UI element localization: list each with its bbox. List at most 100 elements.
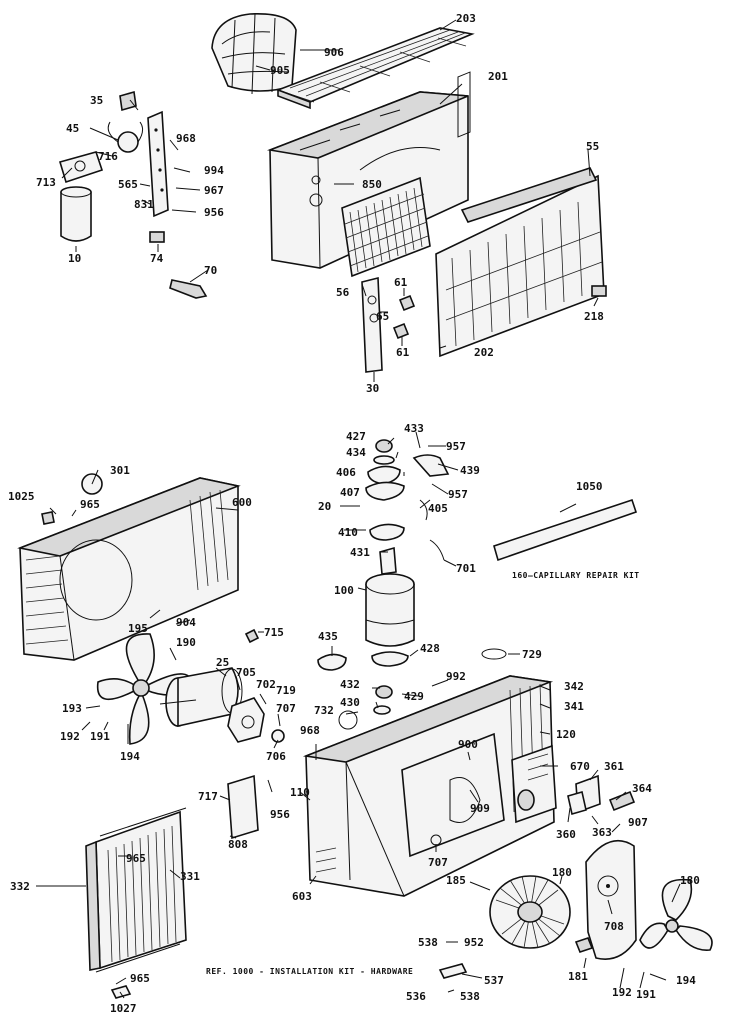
callout-732: 732 [314, 704, 334, 717]
part-louver-203 [275, 27, 475, 110]
callout-713: 713 [36, 176, 56, 189]
callout-429: 429 [404, 690, 424, 703]
callout-194a: 194 [120, 750, 140, 763]
callout-410: 410 [338, 526, 358, 539]
callout-432: 432 [340, 678, 360, 691]
callout-65: 65 [376, 310, 389, 323]
part-70 [169, 279, 208, 299]
callout-25: 25 [216, 656, 229, 669]
callout-180b: 180 [680, 874, 700, 887]
callout-965a: 965 [80, 498, 100, 511]
callout-538a: 538 [418, 936, 438, 949]
callout-701: 701 [456, 562, 476, 575]
callout-100: 100 [334, 584, 354, 597]
callout-965c: 965 [130, 972, 150, 985]
callout-195: 195 [128, 622, 148, 635]
callout-301: 301 [110, 464, 130, 477]
callout-715: 715 [264, 626, 284, 639]
callout-361: 361 [604, 760, 624, 773]
callout-202: 202 [474, 346, 494, 359]
callout-706: 706 [266, 750, 286, 763]
leader-lines [36, 19, 681, 999]
callout-427: 427 [346, 430, 366, 443]
part-motor-switch-45 [107, 121, 144, 153]
callout-55: 55 [586, 140, 599, 153]
callout-957b: 957 [448, 488, 468, 501]
part-capacitor-10 [60, 186, 92, 242]
part-strip-30 [361, 276, 383, 373]
callout-56: 56 [336, 286, 350, 299]
callout-430: 430 [340, 696, 360, 709]
callout-201: 201 [488, 70, 508, 83]
callout-565: 565 [118, 178, 138, 191]
callout-909: 909 [470, 802, 490, 815]
callout-35: 35 [90, 94, 103, 107]
callout-110: 110 [290, 786, 310, 799]
callout-538b: 538 [460, 990, 480, 1003]
callout-192: 192 [60, 730, 80, 743]
part-74 [149, 231, 165, 243]
part-670 [511, 744, 557, 824]
part-fan-190 [96, 633, 194, 745]
part-218 [591, 285, 607, 297]
part-motor-25 [159, 667, 243, 727]
callout-180a: 180 [552, 866, 572, 879]
part-shroud-905 [211, 13, 297, 95]
callout-431: 431 [350, 546, 370, 559]
part-coil-331 [85, 807, 187, 973]
callout-190: 190 [176, 636, 196, 649]
callout-831: 831 [134, 198, 154, 211]
callout-363: 363 [592, 826, 612, 839]
callout-181: 181 [568, 970, 588, 983]
callout-203: 203 [456, 12, 476, 25]
callout-406: 406 [336, 466, 356, 479]
part-refrigeration-stack [365, 439, 450, 575]
part-430 [373, 705, 391, 715]
callout-705: 705 [236, 666, 256, 679]
part-fan-180 [639, 878, 713, 951]
callout-61b: 61 [396, 346, 410, 359]
callout-1027: 1027 [110, 1002, 137, 1015]
callout-716: 716 [98, 150, 118, 163]
callout-439: 439 [460, 464, 480, 477]
callout-707a: 707 [276, 702, 296, 715]
callout-850: 850 [362, 178, 382, 191]
part-181 [574, 937, 594, 953]
callout-702: 702 [256, 678, 276, 691]
part-housing-600 [17, 477, 241, 661]
part-knob-61b [392, 322, 410, 340]
callout-70: 70 [204, 264, 217, 277]
callout-364: 364 [632, 782, 652, 795]
callout-957a: 957 [446, 440, 466, 453]
callout-434: 434 [346, 446, 366, 459]
callout-904: 904 [176, 616, 196, 629]
callout-907: 907 [628, 816, 648, 829]
part-filter-56 [341, 176, 431, 278]
callout-30: 30 [366, 382, 379, 395]
part-713 [58, 151, 104, 184]
callout-installation-kit: REF. 1000 - INSTALLATION KIT - HARDWARE [206, 967, 413, 976]
callout-341: 341 [564, 700, 584, 713]
callout-906: 906 [324, 46, 344, 59]
callout-332: 332 [10, 880, 30, 893]
callout-729: 729 [522, 648, 542, 661]
callout-707b: 707 [428, 856, 448, 869]
callout-994: 994 [204, 164, 224, 177]
callout-61a: 61 [394, 276, 408, 289]
part-702 [227, 697, 265, 743]
callout-192b: 192 [612, 986, 632, 999]
part-729 [481, 648, 507, 660]
part-chassis-120 [302, 675, 555, 897]
part-compressor-100 [365, 573, 415, 647]
callout-191b: 191 [636, 988, 656, 1001]
part-537 [438, 963, 468, 979]
callout-407: 407 [340, 486, 360, 499]
callout-20: 20 [318, 500, 331, 513]
callout-952: 952 [464, 936, 484, 949]
part-1050 [493, 498, 638, 562]
callout-1025: 1025 [8, 490, 35, 503]
part-428 [371, 651, 409, 667]
callout-536: 536 [406, 990, 426, 1003]
part-706 [271, 729, 285, 743]
